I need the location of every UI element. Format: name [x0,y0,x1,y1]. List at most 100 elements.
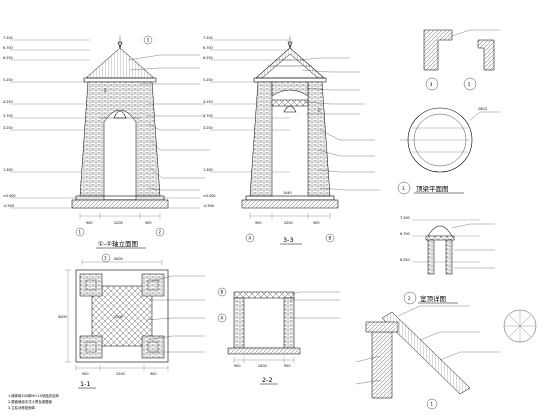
plan-leader-lines [145,275,205,353]
note-1: 1.墙体用300厚MU.10烧结页岩砖 [8,393,60,398]
ring-beam-dim: 2Φ12 [478,107,487,111]
plan-pier-nw [79,273,103,297]
section-33-title: 3-3 [283,236,294,244]
s22-leader-lines [289,291,340,319]
s33-right-wall [307,81,331,197]
section-33-level-marks: 7.200 6.700 6.250 5.250 4.250 3.700 3.25… [203,36,290,208]
s33-level-1: 7.200 [203,36,213,40]
s33-left-wall [249,81,273,197]
s22-left-col [233,297,245,349]
note-2: 2.屋面铺设中式小青瓦坡屋面 [8,399,53,404]
fe-arch-opening [103,109,137,201]
s33-level-7: 3.250 [203,126,213,130]
fe-level-10: -0.500 [3,204,14,208]
fe-level-5: 4.250 [3,100,13,104]
eave-detail-1: 1 [355,305,537,410]
s22-dim-2: 2400 [258,364,267,368]
fe-top-mark: 3 [147,38,150,43]
section-33-view: 7.200 6.700 6.250 5.250 4.250 3.700 3.25… [203,36,380,245]
ring-beam-title: 顶梁平面图 [416,184,449,193]
detail-4-mark: 4 [430,82,433,87]
s33-level-10: -0.500 [203,204,214,208]
s33-level-3: 6.250 [203,56,213,60]
eave-roof-slab [381,311,471,395]
s22-axis-a: A [221,316,224,321]
s33-axis-b: B [329,236,332,241]
plan-pier-sw [79,335,103,359]
plan-side-dim: 4000 [58,315,67,319]
fe-dim-3: 900 [145,221,151,225]
front-elevation-level-marks: 7.200 6.700 6.250 5.250 4.250 3.700 3.25… [3,36,200,209]
plan-11-view: 3 4000 2200 4000 900 2200 900 1-1 [58,253,205,389]
fe-level-3: 6.250 [3,56,13,60]
plan-pier-se [141,335,165,359]
s33-level-8: 1.300 [203,168,213,172]
eave-wall [371,329,393,399]
s33-mark-c: C [318,108,321,113]
fe-axis-1: 1 [79,230,82,235]
fe-dim-2: 2200 [114,221,123,225]
s33-base-dim: 1440 [283,191,292,195]
detail-4-profile [423,29,453,71]
plan-top-dim: 4000 [114,257,123,261]
detail-5-profile [477,39,495,71]
plan-dim-3: 900 [150,372,156,376]
cap-level-2: 6.700 [400,232,410,236]
s33-axis-a: A [249,236,252,241]
detail-5-mark: 5 [468,82,471,87]
plan-section-mark: 3 [104,256,107,261]
plan-outline [75,269,169,363]
fe-level-2: 6.700 [3,46,13,50]
s33-beam [271,99,309,107]
general-notes: 1.墙体用300厚MU.10烧结页岩砖 2.屋面铺设中式小青瓦坡屋面 3.立柱对… [8,393,60,410]
ring-beam-mark: 3 [402,186,405,191]
s33-dim-1: 900 [255,221,261,225]
fe-level-9: ±0.000 [3,194,16,198]
fe-foundation [71,199,169,209]
cap-detail: 7.200 6.700 6.250 2 室顶详图 [400,216,495,305]
plan-inner-dim: 2200 [114,315,123,319]
plan-dim-2: 2200 [116,372,125,376]
fe-leader-lines [127,54,210,191]
s33-level-4: 5.250 [203,78,213,82]
fe-level-8: 1.300 [3,168,13,172]
cap-mark: 2 [408,296,411,301]
note-3: 3.立柱对称贴面砖 [8,405,36,410]
fe-roof [85,47,155,79]
s33-level-9: ±0.000 [203,194,216,198]
fe-bell [113,110,127,119]
fe-eave [83,77,157,83]
cap-detail-title: 室顶详图 [420,294,446,303]
eave-leader-lines [355,305,500,385]
section-22-view: B A 900 2400 900 2-2 [217,287,340,385]
s22-beam [233,291,295,299]
plan-11-title: 1-1 [80,380,91,388]
fe-level-6: 3.700 [3,114,13,118]
s22-axis-b: B [221,290,224,295]
fe-level-4: 5.250 [3,78,13,82]
fe-axis-2: 2 [159,230,162,235]
section-22-title: 2-2 [262,376,273,384]
s33-dim-3: 900 [313,221,319,225]
cap-level-1: 7.200 [400,216,410,220]
eave-detail-mark: 1 [431,402,434,407]
s22-dim-1: 900 [234,364,240,368]
fe-dim-1: 900 [86,221,92,225]
s33-foundation [241,199,339,209]
fe-label-2: 2 [104,88,107,93]
fe-level-7: 3.250 [3,126,13,130]
front-elevation-view: 7.200 6.700 6.250 5.250 4.250 3.700 3.25… [3,35,210,249]
s22-foundation [227,347,301,355]
s22-dim-3: 900 [284,364,290,368]
plan-dim-1: 900 [82,372,88,376]
s33-level-6: 3.700 [203,114,213,118]
s33-leader-lines [299,57,380,191]
s22-right-col [283,297,295,349]
plan-pier-ne [141,273,165,297]
s33-dim-2: 2200 [284,221,293,225]
ring-beam-plan: 2Φ12 3 顶梁平面图 [397,107,500,195]
detail-4-5: 4 5 [423,29,500,91]
cap-level-3: 6.250 [400,258,410,262]
fe-level-1: 7.200 [3,36,13,40]
front-elevation-title: ①-②轴立面图 [98,239,138,248]
